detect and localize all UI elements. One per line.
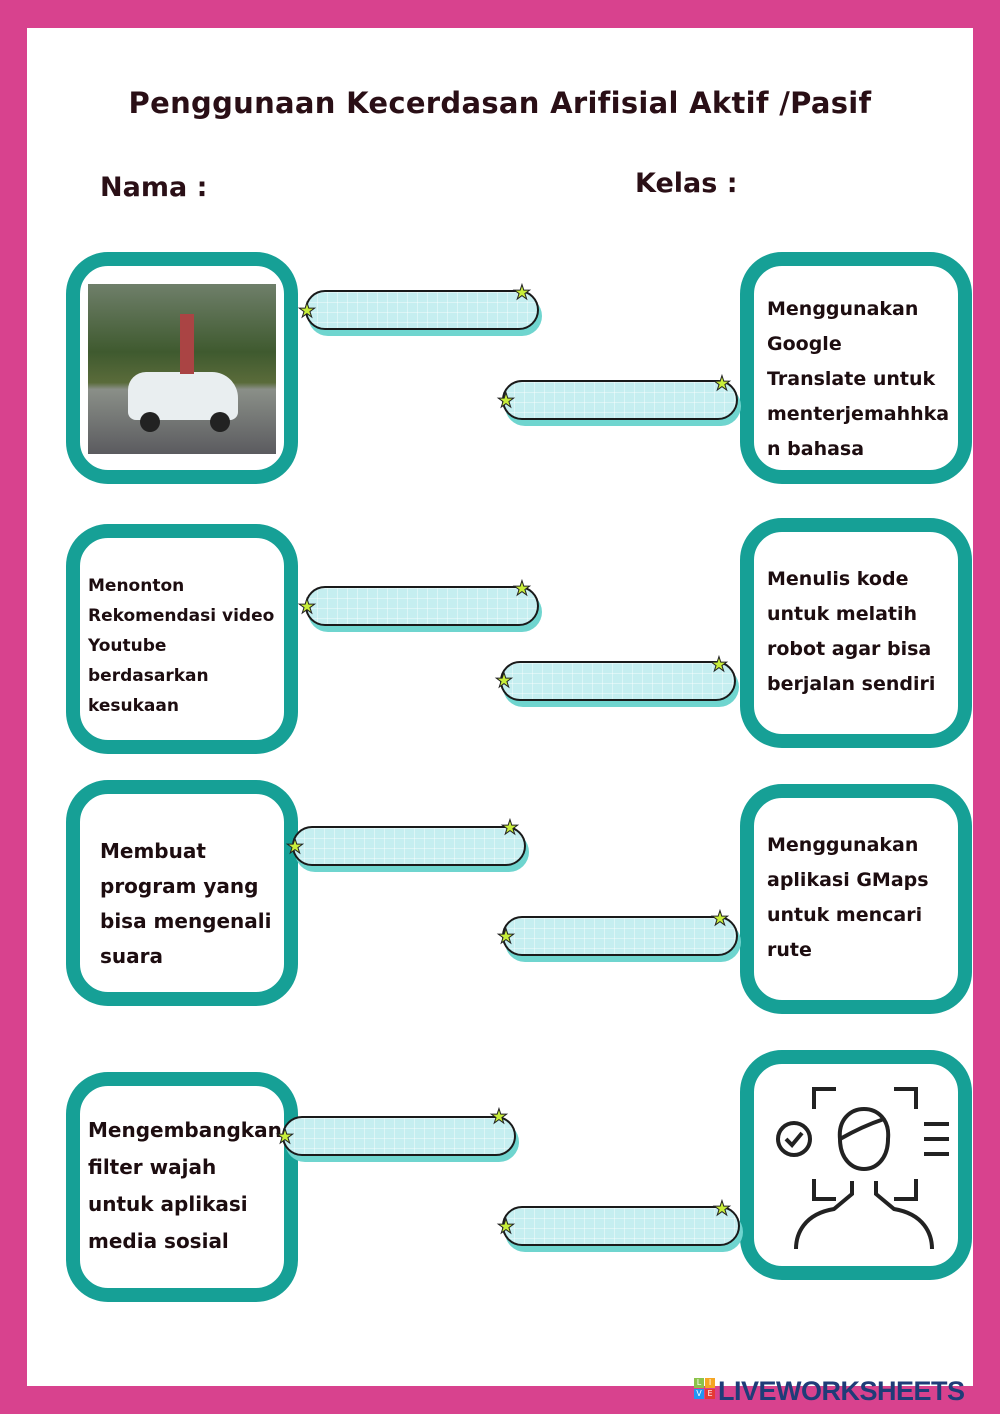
star-icon: ★ — [298, 298, 317, 322]
star-icon: ★ — [497, 924, 516, 948]
star-icon: ★ — [298, 594, 317, 618]
card-text: Menulis kode untuk melatih robot agar bi… — [767, 568, 936, 695]
star-icon: ★ — [497, 388, 516, 412]
left-card-3: Membuat program yang bisa mengenali suar… — [66, 780, 298, 1006]
answer-input-4[interactable] — [500, 661, 736, 701]
star-icon: ★ — [513, 576, 532, 600]
left-card-4: Mengembangkan filter wajah untuk aplikas… — [66, 1072, 298, 1302]
star-icon: ★ — [713, 1196, 732, 1220]
star-icon: ★ — [497, 1214, 516, 1238]
star-icon: ★ — [490, 1104, 509, 1128]
card-text: Menonton Rekomendasi video Youtube berda… — [88, 576, 275, 716]
page-title: Penggunaan Kecerdasan Arifisial Aktif /P… — [128, 86, 872, 120]
answer-input-2[interactable] — [502, 380, 738, 420]
card-text: Membuat program yang bisa mengenali suar… — [100, 839, 272, 968]
right-card-4 — [740, 1050, 972, 1280]
star-icon: ★ — [711, 906, 730, 930]
star-icon: ★ — [501, 815, 520, 839]
card-text: Menggunakan aplikasi GMaps untuk mencari… — [767, 834, 929, 961]
card-text: Menggunakan Google Translate untuk mente… — [767, 298, 950, 460]
answer-input-8[interactable] — [502, 1206, 740, 1246]
answer-input-5[interactable] — [292, 826, 526, 866]
right-card-2: Menulis kode untuk melatih robot agar bi… — [740, 518, 972, 748]
left-card-1 — [66, 252, 298, 484]
right-card-1: Menggunakan Google Translate untuk mente… — [740, 252, 972, 484]
right-card-3: Menggunakan aplikasi GMaps untuk mencari… — [740, 784, 972, 1014]
answer-input-1[interactable] — [305, 290, 539, 330]
nama-label: Nama : — [100, 172, 208, 203]
answer-input-6[interactable] — [502, 916, 738, 956]
left-card-2: Menonton Rekomendasi video Youtube berda… — [66, 524, 298, 754]
star-icon: ★ — [513, 280, 532, 304]
card-text: Mengembangkan filter wajah untuk aplikas… — [88, 1118, 282, 1253]
star-icon: ★ — [286, 834, 305, 858]
kelas-label: Kelas : — [635, 168, 738, 199]
answer-input-7[interactable] — [282, 1116, 516, 1156]
star-icon: ★ — [495, 668, 514, 692]
star-icon: ★ — [276, 1124, 295, 1148]
star-icon: ★ — [713, 371, 732, 395]
street-view-car-photo — [88, 284, 276, 454]
answer-input-3[interactable] — [305, 586, 539, 626]
face-recognition-icon — [776, 1087, 949, 1250]
star-icon: ★ — [710, 652, 729, 676]
